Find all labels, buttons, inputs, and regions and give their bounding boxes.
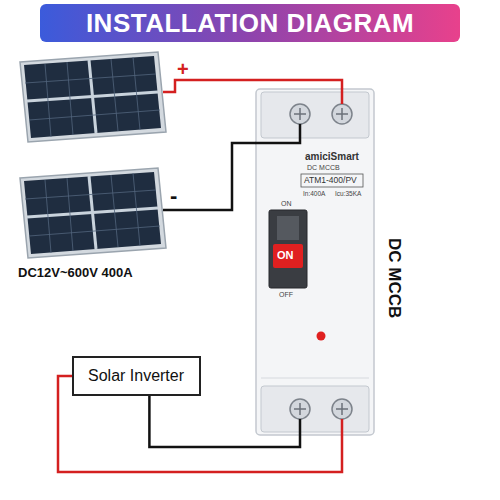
solar-panel — [20, 52, 166, 142]
model-number: ATM1-400/PV — [304, 176, 357, 185]
solar-panel — [20, 168, 166, 258]
spec-text: In:400A — [303, 190, 325, 197]
polarity-sign: - — [170, 184, 177, 208]
polarity-sign: + — [177, 58, 189, 80]
breaker-node: DC MCCBamiciSmartDC MCCBATM1-400/PVIn:40… — [255, 88, 375, 436]
spec-text: Icu:35KA — [335, 190, 361, 197]
rating-label: DC12V~600V 400A — [18, 266, 133, 280]
switch-label: ON — [281, 200, 292, 208]
brand-name: amiciSmart — [305, 151, 359, 162]
switch-label: ON — [277, 249, 294, 261]
switch-label: OFF — [279, 291, 293, 299]
device-type: DC MCCB — [307, 164, 340, 172]
title: INSTALLATION DIAGRAM — [40, 4, 460, 42]
device-label: DC MCCB — [384, 238, 403, 318]
box-text: Solar Inverter — [88, 367, 185, 385]
breaker-body — [255, 88, 375, 436]
process-box: Solar Inverter — [72, 356, 201, 396]
negative-wire — [163, 143, 257, 210]
